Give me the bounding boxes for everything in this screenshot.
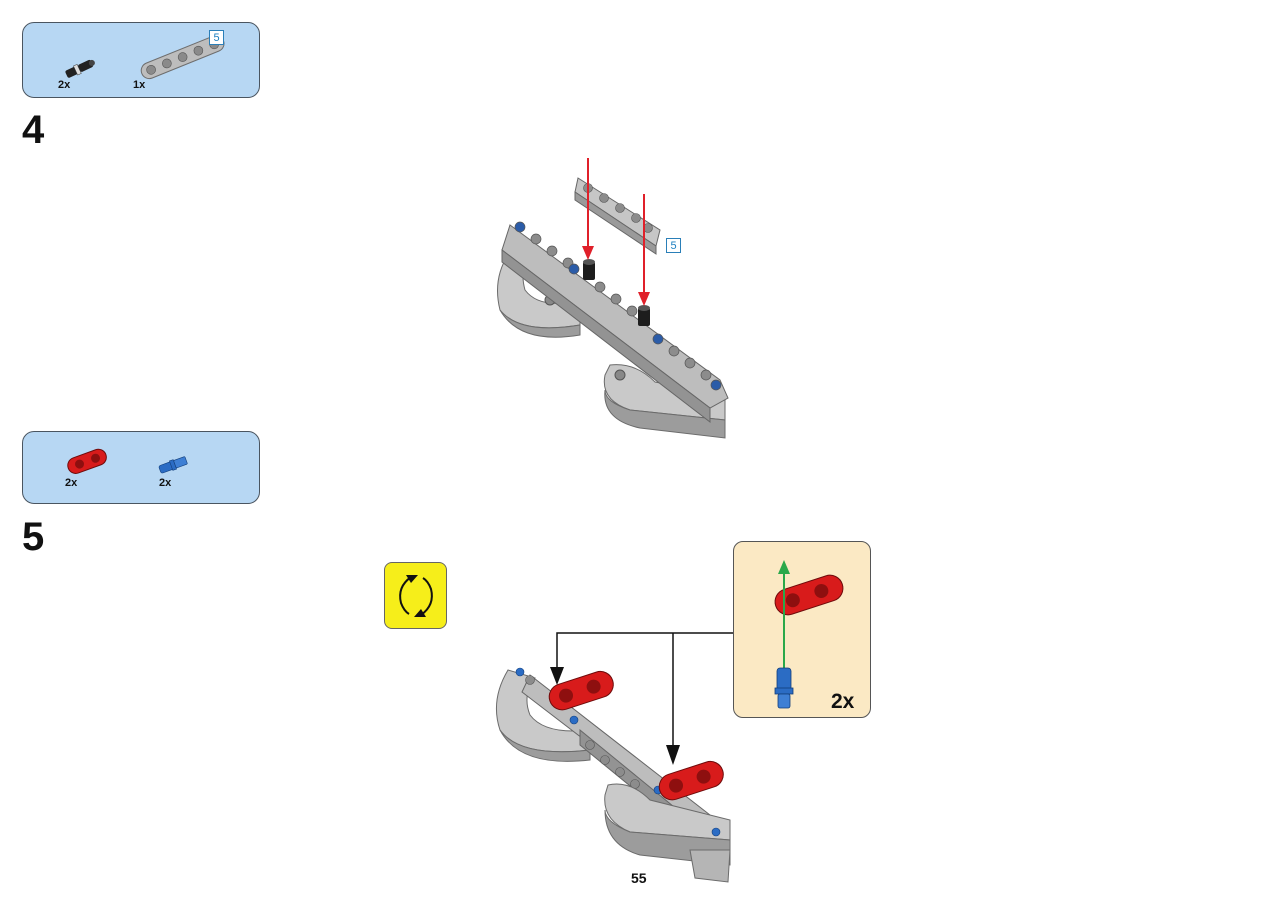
subassembly-callout: 2x <box>733 541 871 718</box>
blue-axle-pin-part-icon <box>158 456 188 474</box>
step5-number: 5 <box>22 515 45 559</box>
callout-assembly-illustration <box>774 560 844 709</box>
rotate-arrows-icon <box>399 575 433 617</box>
red-connector-part-icon <box>67 448 107 474</box>
subassembly-pointer-lines <box>550 632 734 765</box>
step4-parts-list: 2x 5 1x <box>22 22 260 98</box>
step5-model-illustration <box>495 667 731 883</box>
step4-part1-qty: 2x <box>58 79 71 91</box>
rotate-model-icon <box>384 562 447 629</box>
beam-length-tag: 5 <box>209 30 224 45</box>
step5-parts-list: 2x 2x <box>22 431 260 504</box>
step4-part2-qty: 1x <box>133 79 146 91</box>
step4-number: 4 <box>22 108 45 152</box>
callout-multiplier: 2x <box>831 690 855 713</box>
step5-part1-qty: 2x <box>65 477 78 489</box>
step4-model-illustration <box>497 158 729 439</box>
black-pin-part-icon <box>65 59 95 78</box>
step5-part2-qty: 2x <box>159 477 172 489</box>
model-beam-length-tag: 5 <box>666 238 681 253</box>
page-number: 55 <box>631 870 647 886</box>
